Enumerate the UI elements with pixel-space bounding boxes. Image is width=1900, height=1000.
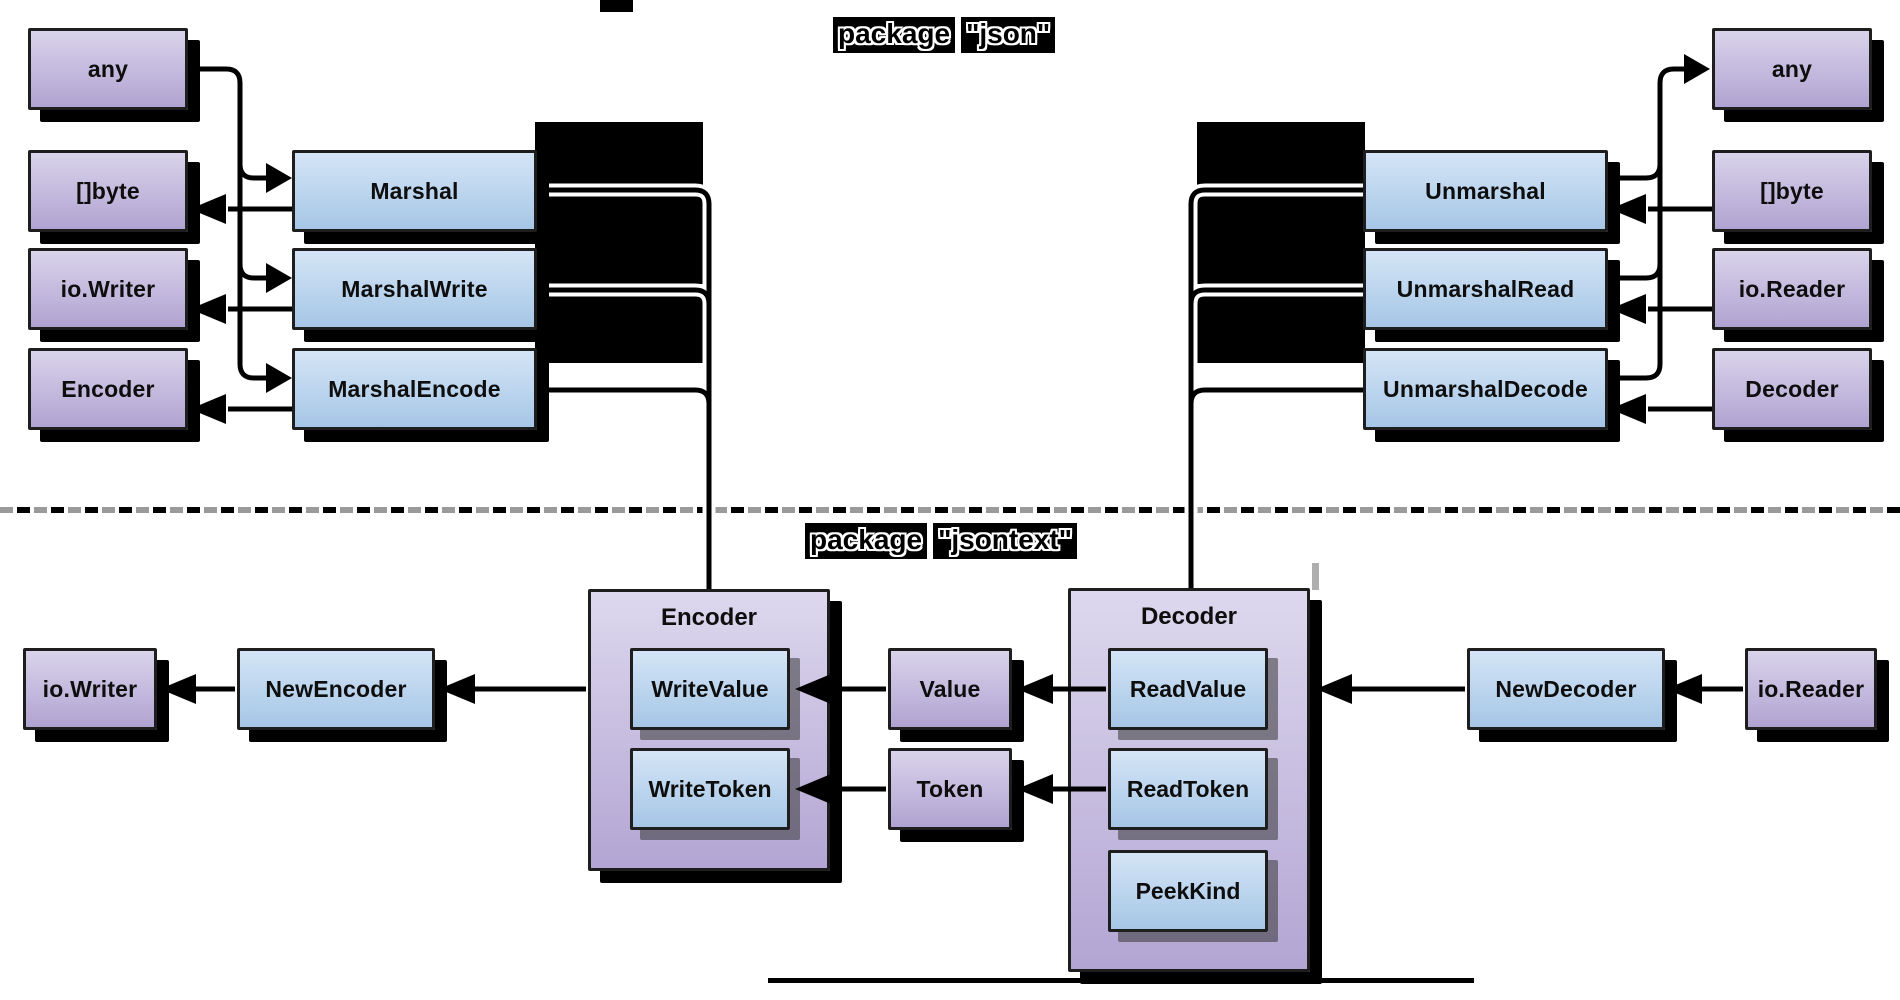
title-word: package — [805, 523, 928, 559]
func-box-newdecoder: NewDecoder — [1467, 648, 1665, 730]
func-box-unmarshaldecode: UnmarshalDecode — [1363, 348, 1608, 430]
decoder-container-title: Decoder — [1140, 603, 1238, 630]
func-box-unmarshalread: UnmarshalRead — [1363, 248, 1608, 330]
shadow-artifact — [1312, 563, 1319, 590]
func-box-marshal: Marshal — [292, 150, 537, 232]
encoder-container: Encoder WriteValue WriteToken — [588, 589, 830, 871]
decoder-container: Decoder ReadValue ReadToken PeekKind — [1068, 588, 1310, 972]
type-box-token: Token — [888, 748, 1012, 830]
type-box-encoder-top: Encoder — [28, 348, 188, 430]
redacted-block — [1197, 122, 1365, 186]
redacted-block — [600, 0, 633, 12]
method-box-readtoken: ReadToken — [1108, 748, 1268, 830]
redacted-block — [535, 196, 703, 284]
method-box-peekkind: PeekKind — [1108, 850, 1268, 932]
package-divider — [0, 507, 1900, 513]
type-box-ioreader-bottom: io.Reader — [1745, 648, 1877, 730]
title-word: "jsontext" — [933, 523, 1077, 559]
redacted-block — [535, 122, 703, 186]
func-box-marshalencode: MarshalEncode — [292, 348, 537, 430]
method-box-readvalue: ReadValue — [1108, 648, 1268, 730]
func-box-marshalwrite: MarshalWrite — [292, 248, 537, 330]
type-box-bytes-right: []byte — [1712, 150, 1872, 232]
func-box-newencoder: NewEncoder — [237, 648, 435, 730]
type-box-ioreader-top: io.Reader — [1712, 248, 1872, 330]
title-word: "json" — [961, 17, 1056, 53]
type-box-iowriter-top: io.Writer — [28, 248, 188, 330]
type-box-bytes-left: []byte — [28, 150, 188, 232]
redacted-block — [535, 294, 703, 363]
package-title-json: package"json" — [833, 17, 1056, 53]
encoder-container-title: Encoder — [660, 604, 758, 631]
type-box-any-right: any — [1712, 28, 1872, 110]
redacted-block — [1197, 294, 1365, 363]
func-box-unmarshal: Unmarshal — [1363, 150, 1608, 232]
redacted-block — [1197, 196, 1365, 284]
type-box-any-left: any — [28, 28, 188, 110]
type-box-decoder-top: Decoder — [1712, 348, 1872, 430]
type-box-value: Value — [888, 648, 1012, 730]
type-box-iowriter-bottom: io.Writer — [23, 648, 157, 730]
package-title-jsontext: package"jsontext" — [805, 523, 1077, 559]
footer-line — [768, 978, 1474, 983]
title-word: package — [833, 17, 956, 53]
method-box-writetoken: WriteToken — [630, 748, 790, 830]
method-box-writevalue: WriteValue — [630, 648, 790, 730]
